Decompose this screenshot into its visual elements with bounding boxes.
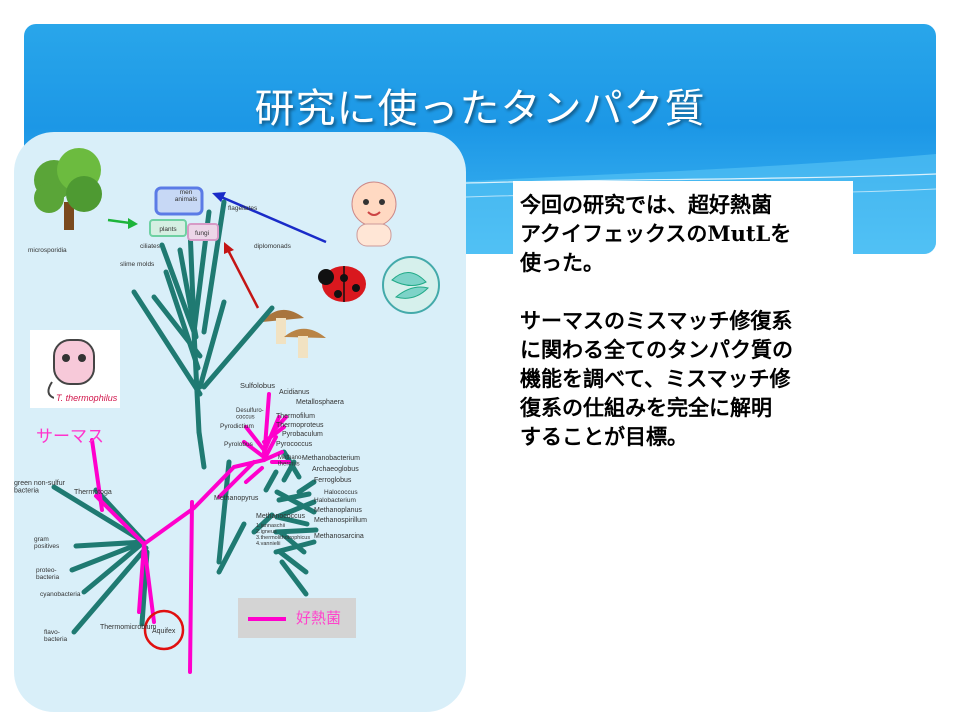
legend-label: 好熱菌 (296, 609, 342, 627)
prokaryote-branches (51, 449, 319, 635)
tree-label-sulfolobus: Sulfolobus (240, 381, 275, 390)
tree-label-methanospirillum: Methanospirillum (314, 517, 367, 524)
body-line: サーマスのミスマッチ修復系 (520, 308, 793, 333)
arrows (107, 192, 327, 309)
tree-label-pyrolobus: Pyrolobus (224, 441, 254, 448)
body-line: アクイフェックスのMutLを (520, 221, 792, 246)
thermus-logo-text: T. thermophilus (56, 393, 118, 403)
body-line: 使った。 (520, 250, 604, 275)
tree-label-thermoproteus: Thermoproteus (276, 422, 324, 429)
fish-icon (382, 256, 440, 314)
aquifex-highlight-circle (143, 609, 185, 651)
body-text: 今回の研究では、超好熱菌 アクイフェックスのMutLを 使った。 サーマスのミス… (520, 190, 860, 451)
tree-label-pyrococcus: Pyrococcus (276, 441, 313, 448)
thermophile-branches (90, 392, 291, 674)
tree-label-archaeoglobus: Archaeoglobus (312, 466, 359, 473)
tree-label-methanoplanus: Methanoplanus (314, 507, 362, 514)
mushroom-icon (262, 309, 326, 358)
tree-label-fungi: fungi (195, 230, 209, 237)
thermus-logo: T. thermophilus (30, 330, 120, 408)
thermophile-legend: 好熱菌 (238, 598, 356, 638)
body-line: 復系の仕組みを完全に解明 (520, 395, 772, 420)
tree-label-methanopyrus: Methanopyrus (214, 495, 259, 502)
tree-label-proteobacteria: proteo-bacteria (36, 567, 60, 581)
tree-icon (34, 148, 102, 230)
body-line: することが目標。 (520, 424, 688, 449)
thermus-label: サーマス (36, 427, 104, 447)
tree-label-halobacterium: Halobacterium (314, 497, 356, 504)
tree-label-desulfurococcus: Desulfuro-coccus (236, 408, 264, 421)
tree-label-thermomicrobium: Thermomicrobium (100, 624, 157, 631)
tree-label-halococcus: Halococcus (324, 489, 358, 496)
tree-label-cyanobacteria: cyanobacteria (40, 591, 81, 598)
plants-box (149, 219, 187, 237)
body-line: 今回の研究では、超好熱菌 (520, 192, 772, 217)
tree-label-pyrodictium: Pyrodictium (220, 423, 254, 430)
tree-label-metallosphaera: Metallosphaera (296, 399, 344, 406)
tree-label-ferroglobus: Ferroglobus (314, 477, 352, 484)
body-line: 機能を調べて、ミスマッチ修 (520, 366, 791, 391)
tree-label-pyrobaculum: Pyrobaculum (282, 431, 323, 438)
page-title: 研究に使ったタンパク質 (254, 86, 706, 132)
tree-label-slime-molds: slime molds (120, 261, 155, 268)
eukaryote-branches (131, 199, 275, 470)
tree-label-flagellates: flagellates (228, 205, 258, 212)
tree-label-microsporidia: microsporidia (28, 247, 67, 254)
tree-label-aquifex: Aquifex (152, 628, 176, 635)
text-highlight-box (513, 181, 853, 261)
tree-label-methanobacterium: Methanobacterium (302, 455, 360, 462)
fungi-box (187, 223, 219, 241)
tree-label-methanothermus: Methano-thermus (278, 455, 303, 468)
tree-label-diplomonads: diplomonads (254, 243, 292, 250)
baby-icon (351, 181, 397, 247)
tree-label-methanococcus: Methanococcus (256, 513, 306, 520)
tree-label-methanosarcina: Methanosarcina (314, 533, 364, 540)
tree-label-ciliates: ciliates (140, 243, 161, 250)
tree-label-plants: plants (159, 226, 177, 233)
tree-label-thermotoga: Thermotoga (74, 489, 112, 496)
men-animals-box (154, 186, 204, 216)
legend-line-swatch (248, 617, 286, 621)
tree-label-acidianus: Acidianus (279, 389, 310, 396)
tree-label-thermofilum: Thermofilum (276, 413, 315, 420)
body-line: に関わる全てのタンパク質の (520, 337, 793, 362)
ladybug-icon (318, 266, 366, 302)
tree-label-flavobacteria: flavo-bacteria (44, 629, 68, 643)
